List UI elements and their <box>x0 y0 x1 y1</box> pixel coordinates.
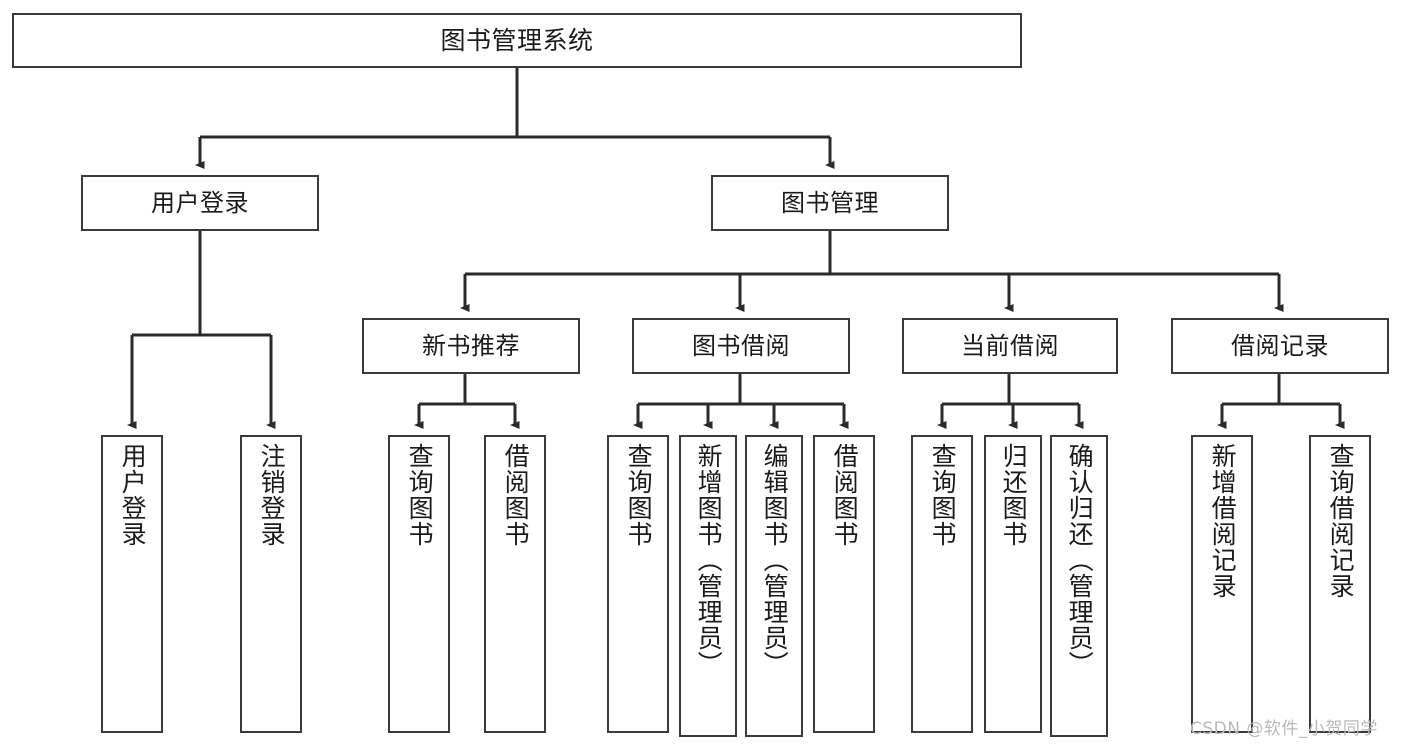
node-book-borrow-label: 图书借阅 <box>692 331 790 360</box>
leaf-borrow-book-2[interactable]: 借阅图书 <box>813 435 875 733</box>
leaf-query-record-label: 查询借阅记录 <box>1326 443 1356 599</box>
leaf-user-login[interactable]: 用户登录 <box>101 435 163 733</box>
leaf-borrow-book-1-label: 借阅图书 <box>501 443 531 547</box>
leaf-edit-book-label: 编辑图书（管理员） <box>760 443 790 677</box>
leaf-query-book-2-label: 查询图书 <box>624 443 654 547</box>
node-user-login[interactable]: 用户登录 <box>81 175 319 231</box>
leaf-user-logout-label: 注销登录 <box>257 443 287 547</box>
leaf-return-book-label: 归还图书 <box>999 443 1029 547</box>
leaf-return-book[interactable]: 归还图书 <box>984 435 1042 733</box>
node-book-manage-label: 图书管理 <box>781 188 879 217</box>
leaf-query-book-3-label: 查询图书 <box>928 443 958 547</box>
leaf-query-book-1-label: 查询图书 <box>405 443 435 547</box>
node-root[interactable]: 图书管理系统 <box>12 13 1022 68</box>
leaf-add-book-label: 新增图书（管理员） <box>694 443 724 677</box>
leaf-borrow-book-2-label: 借阅图书 <box>830 443 860 547</box>
leaf-query-book-2[interactable]: 查询图书 <box>607 435 669 733</box>
leaf-user-login-label: 用户登录 <box>118 443 148 547</box>
leaf-edit-book[interactable]: 编辑图书（管理员） <box>745 435 803 737</box>
leaf-confirm-return[interactable]: 确认归还（管理员） <box>1050 435 1108 737</box>
node-root-label: 图书管理系统 <box>440 25 594 55</box>
node-user-login-label: 用户登录 <box>151 188 249 217</box>
node-borrow-record[interactable]: 借阅记录 <box>1171 318 1389 374</box>
node-borrow-record-label: 借阅记录 <box>1231 331 1329 360</box>
leaf-user-logout[interactable]: 注销登录 <box>240 435 302 733</box>
leaf-confirm-return-label: 确认归还（管理员） <box>1065 443 1095 677</box>
node-current-borrow[interactable]: 当前借阅 <box>902 318 1118 374</box>
leaf-add-record-label: 新增借阅记录 <box>1208 443 1238 599</box>
node-book-borrow[interactable]: 图书借阅 <box>632 318 850 374</box>
leaf-query-book-1[interactable]: 查询图书 <box>388 435 450 733</box>
leaf-add-record[interactable]: 新增借阅记录 <box>1191 435 1253 733</box>
csdn-watermark: CSDN @软件_小贺同学 <box>1190 719 1378 739</box>
leaf-borrow-book-1[interactable]: 借阅图书 <box>484 435 546 733</box>
leaf-add-book[interactable]: 新增图书（管理员） <box>679 435 737 737</box>
node-current-borrow-label: 当前借阅 <box>961 331 1059 360</box>
leaf-query-record[interactable]: 查询借阅记录 <box>1309 435 1371 733</box>
node-new-book-recommend[interactable]: 新书推荐 <box>362 318 580 374</box>
node-new-book-recommend-label: 新书推荐 <box>422 331 520 360</box>
leaf-query-book-3[interactable]: 查询图书 <box>911 435 973 733</box>
node-book-manage[interactable]: 图书管理 <box>711 175 949 231</box>
